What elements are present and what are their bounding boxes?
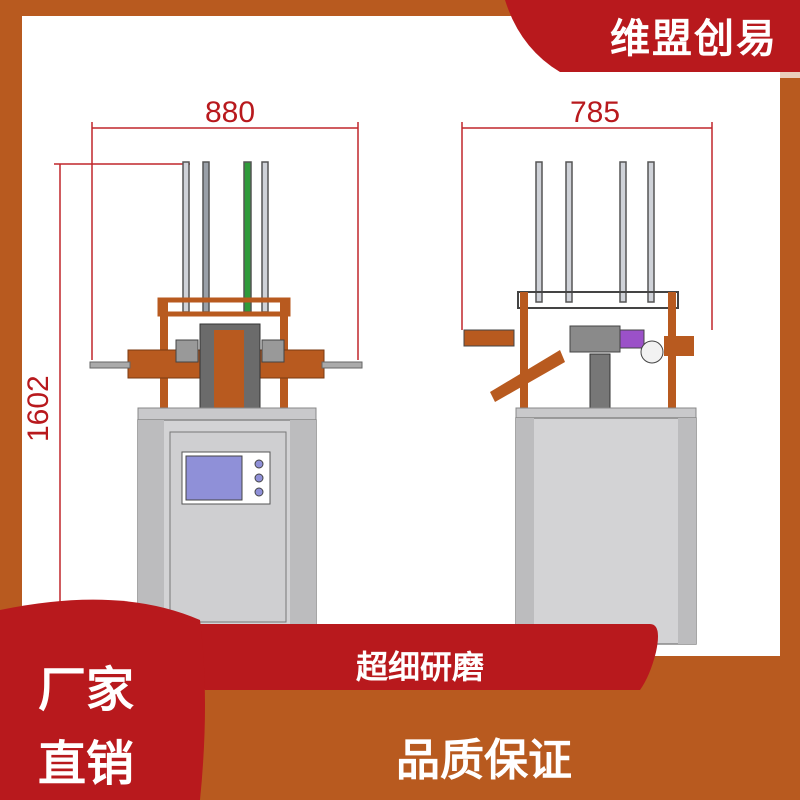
brand-banner	[505, 0, 800, 72]
center-slogan-banner	[180, 624, 658, 690]
control-screen	[185, 455, 243, 501]
dimension-width-side: 785	[570, 96, 621, 129]
brand-banner-trim	[553, 72, 800, 78]
dimension-height: 1602	[22, 375, 55, 442]
dimension-width-front: 880	[205, 96, 256, 129]
dimension-lines	[54, 122, 713, 620]
brand-name: 维盟创易	[610, 16, 778, 62]
corner-badge-line1: 厂家	[38, 662, 135, 718]
corner-badge-line2: 直销	[38, 736, 135, 792]
corner-badge	[0, 599, 205, 800]
side-machine	[463, 161, 697, 645]
bottom-slogan: 品质保证	[396, 735, 572, 786]
front-machine	[89, 161, 363, 631]
center-slogan: 超细研磨	[356, 648, 485, 686]
